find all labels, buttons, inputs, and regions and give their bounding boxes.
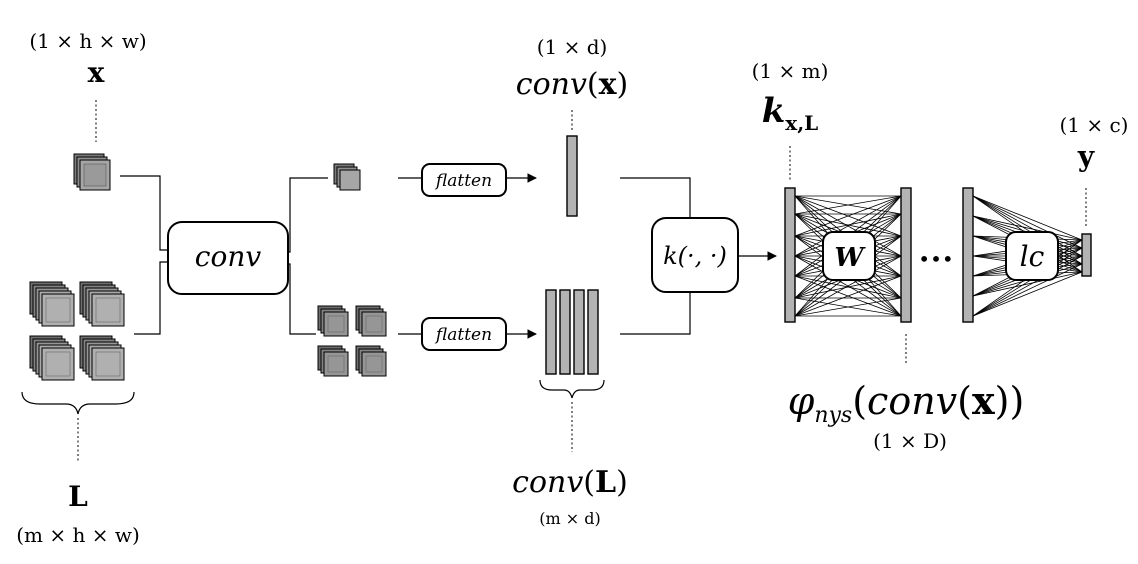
network-connection [972,255,1083,317]
flatten-top-block [421,163,507,197]
output-layer-bar [1081,233,1092,277]
phi-inner-open-paren: ( [957,379,972,423]
k-vec-layer-bar [784,187,796,323]
conv-x-arg: x [599,67,618,102]
network-connection [972,271,1083,297]
x-image-stack [73,153,111,191]
L-image-stacks [29,281,125,381]
last-layer-block [1005,231,1059,281]
conv-L-feature-stack [355,305,387,337]
kernel-block [651,217,739,293]
ellipsis: ••• [918,247,953,271]
conv-x-vector [566,135,578,217]
conv-L-open-paren: ( [583,465,595,500]
conv-L-vector [559,289,571,375]
network-connection [972,215,1083,241]
wire-conv-to-x-features [288,177,328,253]
network-connection [972,247,1083,317]
conv-L-feature-stack [317,345,349,377]
k-vec-subscript: x,L [785,111,818,135]
network-connection [794,195,902,215]
k-vec-label: kx,L [762,91,819,135]
network-connection [794,195,902,257]
flatten-bottom-label: flatten [434,325,492,345]
conv-L-dims-label: (m × d) [539,509,600,528]
conv-L-brace [539,379,605,399]
weights-block [822,231,876,281]
x-dims-label: (1 × h × w) [29,29,146,53]
phi-subscript: nys [814,403,852,428]
network-connection [794,195,902,237]
conv-L-vector [573,289,585,375]
last-layer-label: lc [1020,240,1045,273]
output-label: y [1077,140,1095,173]
network-connection [794,255,902,317]
wire-L-to-conv [134,261,170,335]
phi-close-paren: )) [995,379,1025,423]
conv-L-vector [545,289,557,375]
conv-x-func: conv [516,67,587,102]
wire-conv-to-L-features [288,263,316,335]
conv-L-close-paren: ) [616,465,628,500]
L-image-stack [29,281,75,327]
conv-L-feature-stack [317,305,349,337]
phi-open-paren: ( [852,379,867,423]
conv-L-vectors [545,289,599,375]
phi-layer-bar [900,187,912,323]
conv-x-label: conv(x) [516,67,628,102]
network-connection [794,275,902,317]
phi-dims-label: (1 × D) [873,429,947,453]
conv-L-arg: L [595,465,616,500]
network-connection [794,213,902,237]
L-image-stack [79,335,125,381]
conv-L-vector [587,289,599,375]
weights-label: W [834,243,866,273]
conv-L-func: conv [512,465,583,500]
output-dims-label: (1 × c) [1059,113,1128,137]
conv-x-dims-label: (1 × d) [537,35,608,59]
k-vec-dims-label: (1 × m) [752,59,829,83]
flatten-top-label: flatten [434,171,492,191]
wire-x-to-conv [120,175,170,251]
wire-conv-x-to-kernel [620,177,691,218]
L-dims-label: (m × h × w) [16,523,140,547]
network-connection [972,271,1083,317]
conv-block [167,221,289,295]
L-image-stack [29,335,75,381]
conv-block-label: conv [195,240,262,273]
conv-x-close-paren: ) [617,67,629,102]
network-connection [972,263,1083,317]
L-label: L [68,480,88,513]
L-brace [21,391,135,415]
k-vec-base: k [762,91,786,131]
kernel-label: k(·, ·) [663,242,727,270]
x-label: x [88,56,105,89]
network-connection [972,195,1083,241]
phi-arg: x [972,378,995,423]
phi-func: conv [867,379,958,423]
conv-L-feature-stack [355,345,387,377]
network-connection [794,275,902,299]
conv-L-feature-stacks [317,305,387,377]
phi-label: φnys(conv(x)) [788,378,1025,428]
network-connection [794,297,902,317]
last-hidden-layer-bar [962,187,974,323]
L-image-stack [79,281,125,327]
phi-base: φ [788,379,815,423]
wire-conv-L-to-kernel [620,292,691,335]
conv-L-label: conv(L) [512,465,628,500]
conv-x-open-paren: ( [587,67,599,102]
conv-x-feature-stack [333,163,361,191]
